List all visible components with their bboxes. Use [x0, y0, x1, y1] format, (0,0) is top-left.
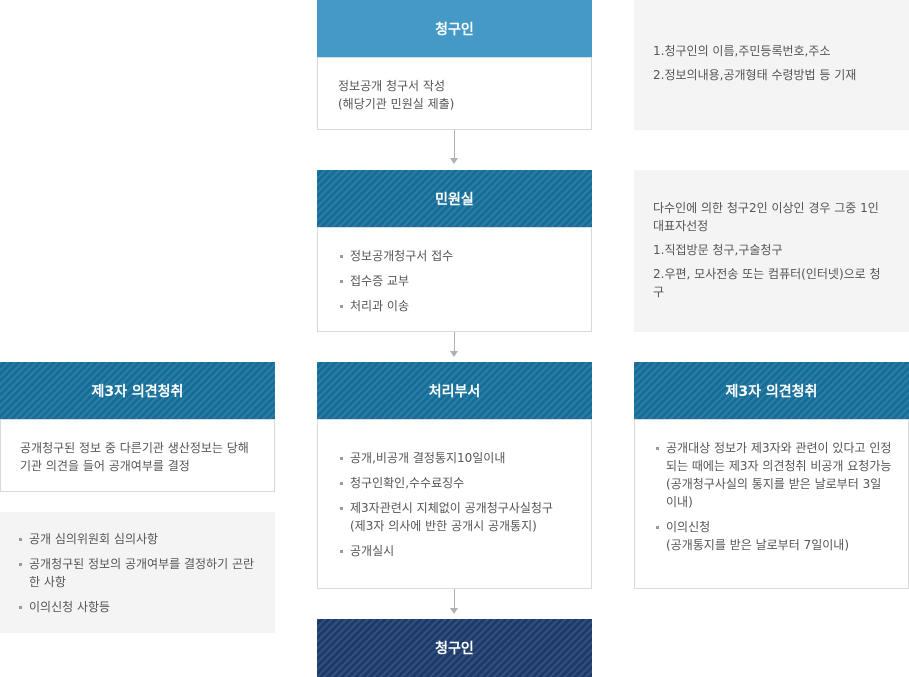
list-item: 처리과 이송 — [338, 297, 571, 315]
note-line: 2.정보의내용,공개형태 수령방법 등 기재 — [653, 68, 857, 82]
step1-line-2: (해당기관 민원실 제출) — [338, 97, 455, 111]
note-line: 다수인에 의한 청구2인 이상인 경우 그중 1인 대표자선정 — [653, 201, 879, 233]
list-item: 공개 심의위원회 심의사항 — [17, 530, 259, 548]
list-item: 이의신청(공개통지를 받은 날로부터 7일이내) — [654, 518, 892, 554]
right-note-1: 1.청구인의 이름,주민등록번호,주소 2.정보의내용,공개형태 수령방법 등 … — [634, 0, 909, 130]
note-line: 1.직접방문 청구,구술청구 — [653, 243, 783, 257]
note-line: 1.청구인의 이름,주민등록번호,주소 — [653, 44, 831, 58]
arrow-down-icon — [449, 130, 460, 164]
step4-header: 청구인 — [317, 619, 592, 677]
step3-panel: 공개,비공개 결정통지10일이내 청구인확인,수수료징수 제3자관련시 지체없이… — [317, 419, 592, 589]
left-third-party-panel: 공개청구된 정보 중 다른기관 생산정보는 당해기관 의견을 들어 공개여부를 … — [0, 419, 275, 492]
list-item-note: (공개청구사실의 통지를 받은 날로부터 3일이내) — [666, 477, 882, 509]
step1-panel: 정보공개 청구서 작성 (해당기관 민원실 제출) — [317, 57, 592, 130]
right-third-party-header: 제3자 의견청취 — [634, 362, 909, 420]
step3-header: 처리부서 — [317, 362, 592, 420]
left-committee-note: 공개 심의위원회 심의사항 공개청구된 정보의 공개여부를 결정하기 곤란한 사… — [0, 512, 275, 633]
arrow-down-icon — [449, 332, 460, 357]
list-item: 청구인확인,수수료징수 — [338, 474, 571, 492]
arrow-down-icon — [449, 589, 460, 614]
list-item: 공개청구된 정보의 공개여부를 결정하기 곤란한 사항 — [17, 555, 259, 591]
step1-header: 청구인 — [317, 0, 592, 58]
list-item: 공개실시 — [338, 542, 571, 560]
list-item: 공개대상 정보가 제3자와 관련이 있다고 인정되는 때에는 제3자 의견청취 … — [654, 439, 892, 511]
list-item: 이의신청 사항등 — [17, 598, 259, 616]
list-item: 접수증 교부 — [338, 272, 571, 290]
note-line: 2.우편, 모사전송 또는 컴퓨터(인터넷)으로 청구 — [653, 267, 881, 299]
right-note-2: 다수인에 의한 청구2인 이상인 경우 그중 1인 대표자선정 1.직접방문 청… — [634, 170, 909, 332]
step1-line-1: 정보공개 청구서 작성 — [338, 79, 445, 93]
list-item: 공개,비공개 결정통지10일이내 — [338, 449, 571, 467]
left-third-party-text: 공개청구된 정보 중 다른기관 생산정보는 당해기관 의견을 들어 공개여부를 … — [20, 441, 249, 473]
left-third-party-header: 제3자 의견청취 — [0, 362, 275, 420]
step2-panel: 정보공개청구서 접수 접수증 교부 처리과 이송 — [317, 227, 592, 332]
list-item: 제3자관련시 지체없이 공개청구사실청구(제3자 의사에 반한 공개시 공개통지… — [338, 499, 571, 535]
list-item-note: (공개통지를 받은 날로부터 7일이내) — [666, 538, 850, 552]
step2-header: 민원실 — [317, 170, 592, 228]
list-item-note: (제3자 의사에 반한 공개시 공개통지) — [350, 519, 537, 533]
right-third-party-panel: 공개대상 정보가 제3자와 관련이 있다고 인정되는 때에는 제3자 의견청취 … — [634, 419, 909, 589]
list-item: 정보공개청구서 접수 — [338, 247, 571, 265]
